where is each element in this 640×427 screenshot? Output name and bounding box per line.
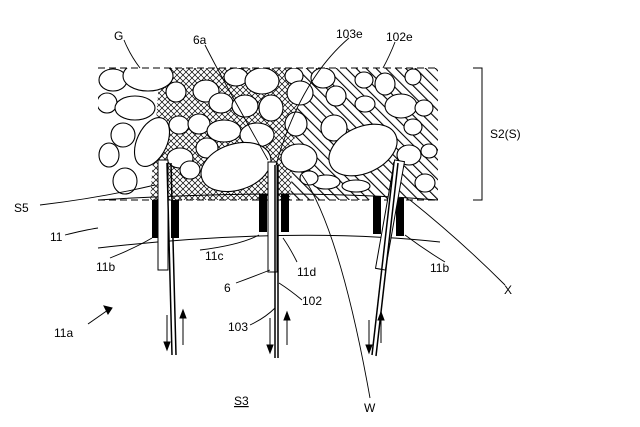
label-11d: 11d: [297, 265, 316, 279]
label-W: W: [364, 401, 376, 415]
label-11b-right: 11b: [430, 261, 449, 275]
label-X: X: [504, 283, 512, 297]
label-S2S: S2(S): [490, 127, 521, 141]
label-6: 6: [224, 281, 231, 295]
label-S5: S5: [14, 201, 29, 215]
flow-arrows: [164, 310, 384, 353]
label-S3: S3: [234, 394, 249, 408]
label-G: G: [114, 29, 123, 43]
label-11c: 11c: [205, 249, 223, 263]
s2-bracket: [473, 68, 482, 200]
label-6a: 6a: [193, 33, 207, 47]
label-11b-left: 11b: [96, 260, 115, 274]
label-11a: 11a: [54, 326, 73, 340]
label-102: 102: [302, 294, 322, 308]
label-103e: 103e: [336, 27, 363, 41]
arrow-11a: [88, 306, 112, 324]
label-102e: 102e: [386, 30, 413, 44]
label-103: 103: [228, 320, 248, 334]
label-11: 11: [50, 230, 63, 244]
